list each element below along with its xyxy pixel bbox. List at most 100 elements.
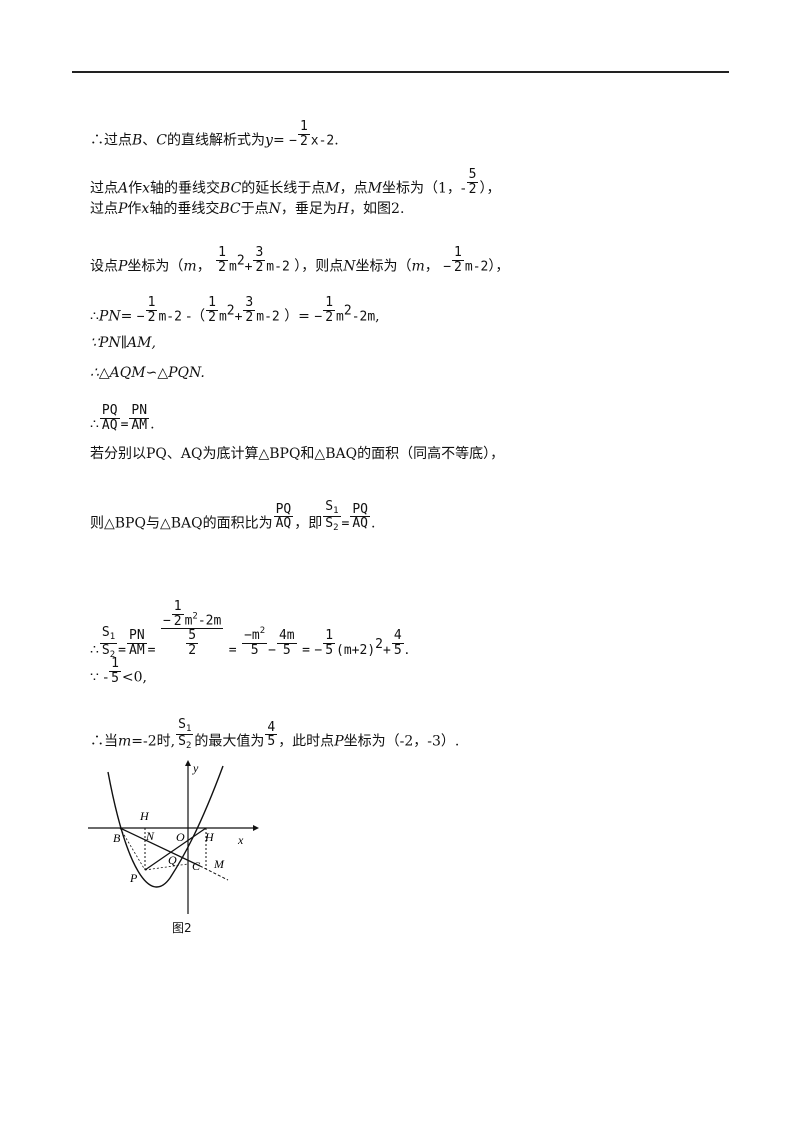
var-m: m [411, 258, 425, 275]
numerator: 1 [297, 119, 310, 135]
equals: = [118, 642, 126, 658]
subscript: 2 [185, 741, 192, 752]
numerator: 4 [265, 719, 278, 736]
expr: -2m [197, 613, 222, 629]
denominator: 2 [255, 259, 264, 275]
text: ∴ [90, 308, 99, 325]
line-6: ∵PN∥AM, [90, 336, 156, 350]
line-bc-ext [199, 865, 229, 881]
equals: = [341, 516, 350, 532]
label-y: y [192, 761, 199, 775]
var-c: C [156, 132, 168, 149]
numerator: PQ [273, 501, 294, 518]
plus: + [234, 309, 243, 325]
var-p: P [118, 258, 128, 275]
subscript: 1 [185, 724, 192, 734]
line-b-pm [119, 827, 146, 871]
text: . [404, 641, 410, 658]
exponent: 2 [236, 253, 245, 269]
numerator: 1 [109, 656, 121, 672]
numerator: 1 [323, 295, 336, 311]
var-m: m [183, 258, 197, 275]
expr: m [336, 309, 344, 325]
expr: m [218, 309, 227, 325]
s1: S [101, 625, 110, 641]
exponent: 2 [375, 636, 383, 652]
expr: m [228, 259, 237, 275]
text: ）， [479, 180, 501, 197]
var-bc: BC [220, 180, 242, 197]
label-m: M [213, 857, 225, 871]
equals: = [302, 642, 310, 658]
denominator: 5 [250, 642, 259, 658]
plus: + [244, 259, 253, 275]
line-bc [119, 827, 201, 867]
text: -（ [186, 308, 206, 325]
text: ∴过点 [90, 132, 132, 149]
numerator: PN [127, 628, 147, 644]
text: ，如图2. [349, 201, 405, 217]
text: =-2时, [131, 733, 176, 750]
denominator: 5 [111, 670, 119, 686]
s2: S [101, 642, 110, 658]
y-axis-arrow [185, 760, 191, 766]
text: . [371, 515, 376, 532]
text: . [150, 416, 155, 433]
text: ）= [284, 308, 310, 325]
var-n: N [343, 258, 356, 275]
denominator: AM [131, 417, 148, 433]
numerator: PQ [350, 501, 370, 518]
text: ∴ [90, 416, 99, 433]
expr: x-2 [310, 133, 335, 149]
text: ∵ - [90, 669, 109, 686]
text: 过点 [90, 201, 118, 217]
text: ，即 [294, 515, 323, 532]
var-m: M [367, 180, 382, 197]
header-rule [72, 71, 729, 73]
numerator: 5 [466, 167, 479, 183]
line-7: ∴△AQM∽△PQN. [90, 366, 205, 380]
line-pc [144, 863, 189, 871]
numerator: 4 [391, 628, 404, 644]
numerator: 3 [253, 245, 266, 261]
text: ∴当 [90, 733, 118, 750]
text: 轴的垂线交 [150, 180, 221, 197]
label-b: B [113, 831, 121, 845]
var-p: P [334, 733, 344, 750]
denominator: 5 [267, 734, 276, 750]
text: 于点 [240, 201, 269, 217]
expr: m [184, 613, 193, 629]
parabola-figure: y x H B N O H Q C M P [88, 760, 259, 914]
period: . [334, 132, 339, 149]
s1: S [178, 717, 186, 732]
expr: -2m [351, 309, 376, 325]
denominator: AQ [352, 516, 368, 532]
denominator: AM [129, 642, 145, 658]
minus: − [314, 309, 323, 325]
subscript: 2 [333, 523, 339, 534]
plus: + [382, 642, 391, 658]
label-n: N [145, 829, 155, 843]
text: ，垂足为 [280, 201, 337, 217]
numerator: 1 [206, 295, 218, 311]
var-h: H [336, 201, 350, 217]
minus: − [289, 133, 297, 149]
denominator: 2 [468, 181, 477, 197]
